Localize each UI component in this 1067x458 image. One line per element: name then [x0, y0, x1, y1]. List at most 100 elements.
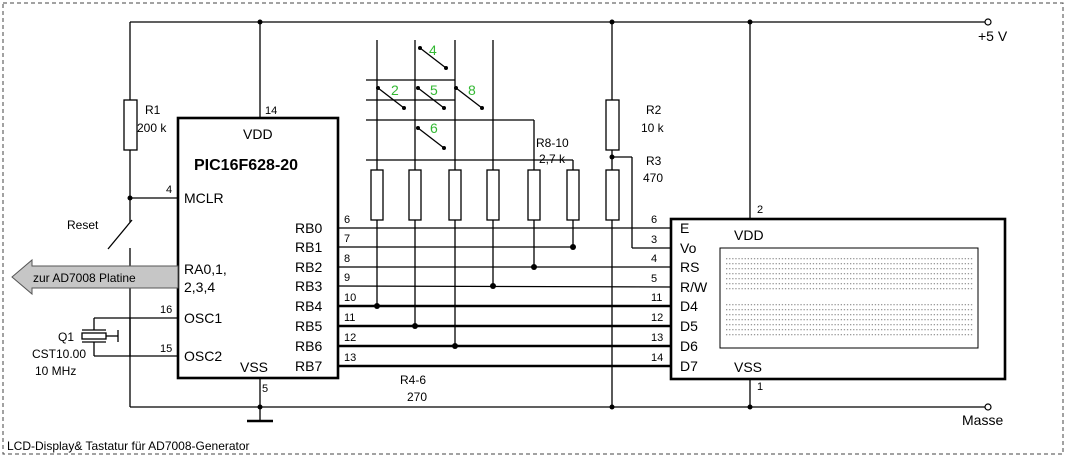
junction-dot	[480, 106, 484, 110]
lcd-pixel	[877, 268, 880, 270]
lcd-pixel	[766, 314, 768, 316]
lcd-pixel	[806, 263, 808, 265]
lcd-pixel	[967, 258, 970, 260]
lcd-pixel	[828, 324, 830, 326]
lcd-pixel	[732, 329, 734, 331]
lcd-pixel	[961, 268, 963, 270]
key-switch[interactable]	[417, 87, 445, 109]
lcd-pixel	[735, 288, 737, 290]
lcd-pixel	[908, 268, 911, 270]
key-switch[interactable]	[377, 87, 405, 109]
lcd-pixel	[936, 283, 939, 285]
lcd-pixel	[896, 288, 898, 290]
lcd-pixel	[905, 268, 908, 270]
lcd-pixel	[738, 334, 740, 336]
lcd-pixel	[902, 283, 904, 285]
lcd-pixel	[800, 309, 802, 311]
lcd-pixel	[933, 268, 935, 270]
lcd-pixel	[896, 258, 898, 260]
lcd-screen	[719, 247, 979, 349]
crystal-q1	[81, 332, 107, 340]
junction-dot	[416, 126, 420, 130]
lcd-pixel	[769, 314, 771, 316]
junction-dot	[402, 106, 406, 110]
lcd-pixel	[865, 263, 867, 265]
lcd-pixel	[747, 268, 749, 270]
lcd-pixel	[856, 268, 858, 270]
lcd-pixel	[964, 263, 966, 265]
lcd-pixel	[784, 329, 787, 331]
lcd-pixel	[825, 288, 827, 290]
lcd-pixel	[772, 304, 774, 306]
lcd-pixel	[874, 329, 877, 331]
lcd-pixel	[850, 283, 852, 285]
lcd-pixel	[961, 258, 963, 260]
lcd-pixel	[837, 324, 839, 326]
lcd-pixel	[806, 329, 808, 331]
lcd-pixel	[775, 283, 777, 285]
reset-switch[interactable]	[107, 219, 133, 250]
lcd-pixel	[744, 309, 746, 311]
lcd-pixel	[905, 258, 908, 260]
lcd-pixel	[887, 288, 889, 290]
key-switch[interactable]	[419, 47, 447, 69]
lcd-pixel	[871, 329, 873, 331]
lcd-pixel	[908, 258, 911, 260]
lcd-pixel	[781, 319, 784, 321]
lcd-pixel	[970, 329, 973, 331]
lcd-pixel	[949, 319, 951, 321]
lcd-pixel	[753, 314, 756, 316]
lcd-pixel	[822, 309, 824, 311]
lcd-pixel	[766, 319, 768, 321]
pic-pin-rb7: 13	[344, 352, 356, 364]
lcd-pixel	[778, 258, 780, 260]
lcd-pixel	[930, 334, 932, 336]
lcd-pixel	[726, 283, 728, 285]
lcd-pixel	[939, 258, 942, 260]
lcd-pixel	[896, 273, 898, 275]
lcd-pixel	[797, 314, 799, 316]
lcd-pixel	[819, 278, 821, 280]
lcd-pixel	[766, 273, 768, 275]
pic-label-osc1: OSC1	[184, 310, 222, 326]
lcd-pixel	[741, 283, 743, 285]
lcd-pixel	[741, 278, 743, 280]
lcd-pixel	[843, 304, 846, 306]
lcd-pixel	[741, 324, 743, 326]
lcd-pixel	[812, 258, 815, 260]
lcd-pixel	[766, 324, 768, 326]
lcd-pixel	[760, 304, 762, 306]
lcd-pixel	[964, 314, 966, 316]
lcd-pixel	[831, 283, 833, 285]
lcd-pixel	[797, 334, 799, 336]
lcd-pixel	[753, 288, 756, 290]
lcd-pixel	[760, 314, 762, 316]
pic-pin-rb4: 10	[344, 292, 356, 304]
lcd-pixel	[806, 288, 808, 290]
lcd-pixel	[896, 324, 898, 326]
lcd-pixel	[921, 278, 923, 280]
lcd-pixel	[741, 273, 743, 275]
lcd-pixel	[778, 273, 780, 275]
lcd-pixel	[955, 268, 957, 270]
lcd-pixel	[738, 319, 740, 321]
pic-label-rb1: RB1	[295, 239, 322, 255]
lcd-pixel	[772, 273, 774, 275]
lcd-pixel	[902, 309, 904, 311]
lcd-pixel	[961, 304, 963, 306]
lcd-pixel	[803, 314, 805, 316]
lcd-pixel	[831, 329, 833, 331]
lcd-pixel	[732, 288, 734, 290]
rb-bus-wires	[337, 227, 672, 368]
key-switch[interactable]	[417, 127, 445, 149]
lcd-pixel	[874, 288, 877, 290]
lcd-pixel	[784, 314, 787, 316]
lcd-pixel	[850, 263, 852, 265]
key-switch[interactable]	[455, 87, 483, 109]
lcd-pixel	[732, 314, 734, 316]
lcd-pixel	[763, 329, 765, 331]
lcd-pixel	[741, 258, 743, 260]
junction-dot	[374, 303, 380, 309]
lcd-pixel	[893, 309, 895, 311]
